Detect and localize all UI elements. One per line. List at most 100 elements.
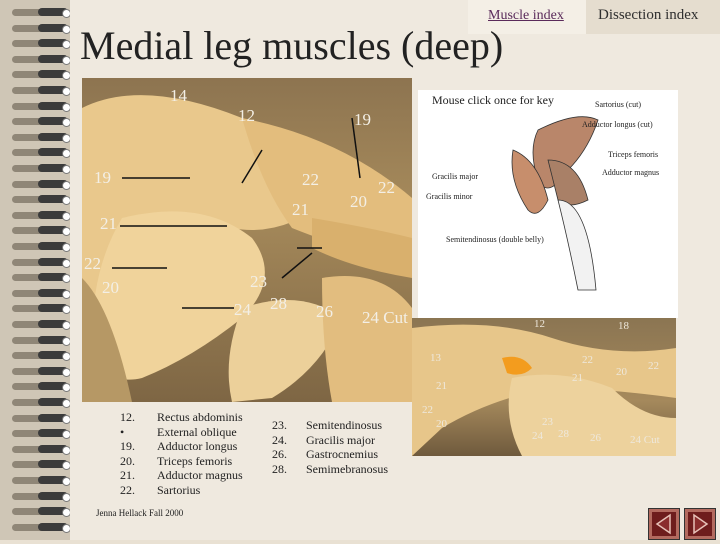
label-21b: 21 — [100, 214, 117, 233]
key-label-sartorius: Sartorius (cut) — [595, 100, 641, 109]
legend-num: 20. — [120, 453, 135, 468]
key-label-triceps: Triceps femoris — [608, 150, 659, 159]
binding-ring — [12, 210, 71, 221]
binding-ring — [12, 117, 71, 128]
legend-name: Triceps femoris — [157, 453, 233, 468]
triangle-left-icon — [655, 513, 671, 535]
key-instruction: Mouse click once for key — [432, 93, 554, 107]
binding-ring — [12, 366, 71, 377]
legend-col2-names: Semitendinosus Gracilis major Gastrocnem… — [306, 418, 388, 476]
binding-ring — [12, 39, 71, 50]
label-23: 23 — [250, 272, 267, 291]
binding-ring — [12, 23, 71, 34]
key-label-adductor-longus: Adductor longus (cut) — [582, 120, 653, 129]
pointer-lines — [112, 117, 361, 309]
small-label-28: 28 — [558, 428, 569, 440]
binding-ring — [12, 429, 71, 440]
binding-ring — [12, 460, 71, 471]
label-19a: 19 — [354, 110, 371, 129]
legend-name: Semitendinosus — [306, 418, 383, 432]
binding-ring — [12, 382, 71, 393]
small-label-24: 24 — [532, 430, 543, 442]
binding-ring — [12, 273, 71, 284]
binding-ring — [12, 335, 71, 346]
binding-ring — [12, 86, 71, 96]
legend-name: Sartorius — [157, 482, 201, 497]
small-label-20b: 20 — [436, 418, 447, 430]
legend-name: Gastrocnemius — [306, 447, 378, 461]
label-20b: 20 — [102, 278, 119, 297]
muscle-key-diagram[interactable] — [418, 90, 678, 318]
legend-name: Semimebranosus — [306, 461, 388, 476]
author-credit: Jenna Hellack Fall 2000 — [96, 508, 184, 518]
binding-ring — [12, 70, 71, 81]
small-label-13: 13 — [430, 352, 441, 364]
label-24: 24 — [234, 300, 251, 319]
legend-num: • — [120, 424, 125, 439]
legend-num: 19. — [120, 439, 135, 453]
small-label-22b: 22 — [648, 360, 659, 372]
legend-col1-names: Rectus abdominis External oblique Adduct… — [157, 410, 243, 497]
dissection-photo-secondary: 12 18 13 22 20 22 21 21 22 20 23 24 28 2… — [412, 318, 676, 456]
label-28: 28 — [270, 294, 287, 313]
label-14: 14 — [170, 86, 187, 105]
dissection-photo-main: 14 12 19 19 22 22 20 21 21 22 20 23 28 2… — [82, 78, 412, 402]
small-label-26: 26 — [590, 432, 601, 444]
prev-slide-button[interactable] — [648, 508, 680, 540]
legend-name: Adductor longus — [157, 439, 238, 453]
dissection-index-link[interactable]: Dissection index — [598, 7, 699, 23]
legend-name: Gracilis major — [306, 432, 375, 447]
key-label-gracilis-major: Gracilis major — [432, 172, 478, 181]
muscle-index-link[interactable]: Muscle index — [488, 8, 564, 23]
frog-leg-illustration — [82, 95, 412, 402]
binding-ring — [12, 54, 71, 65]
slide-title: Medial leg muscles (deep) — [80, 23, 504, 68]
binding-ring — [12, 320, 71, 330]
small-label-23: 23 — [542, 416, 553, 428]
binding-ring — [12, 132, 71, 143]
small-label-21a: 21 — [572, 372, 583, 384]
label-26: 26 — [316, 302, 333, 321]
small-label-12: 12 — [534, 318, 545, 330]
small-label-22c: 22 — [422, 404, 433, 416]
legend-name: Rectus abdominis — [157, 410, 243, 424]
key-label-gracilis-minor: Gracilis minor — [426, 192, 473, 201]
legend-num: 22. — [120, 482, 135, 497]
triangle-right-icon — [693, 513, 709, 535]
small-label-20a: 20 — [616, 366, 627, 378]
binding-ring — [12, 101, 71, 112]
binding-ring — [12, 476, 71, 486]
binding-ring — [12, 226, 71, 237]
label-22a: 22 — [302, 170, 319, 189]
small-label-18: 18 — [618, 320, 629, 332]
legend-num: 28. — [272, 461, 287, 476]
frog-leg-illustration-small — [412, 324, 676, 456]
binding-ring — [12, 398, 71, 408]
legend-num: 21. — [120, 468, 135, 482]
binding-ring — [12, 242, 71, 252]
next-slide-button[interactable] — [684, 508, 716, 540]
label-19b: 19 — [94, 168, 111, 187]
binding-ring — [12, 164, 71, 174]
label-12: 12 — [238, 106, 255, 125]
legend-col2-numbers: 23. 24. 26. 28. — [272, 418, 287, 476]
key-label-adductor-magnus: Adductor magnus — [602, 168, 660, 177]
spiral-binding — [0, 0, 71, 540]
binding-ring — [12, 351, 71, 362]
binding-ring — [12, 491, 71, 502]
legend-num: 24. — [272, 432, 287, 447]
binding-ring — [12, 444, 71, 455]
binding-ring — [12, 257, 71, 268]
dissection-index-tab — [586, 0, 720, 34]
binding-ring — [12, 148, 71, 159]
key-label-semitendinosus: Semitendinosus (double belly) — [446, 235, 544, 244]
small-label-21b: 21 — [436, 380, 447, 392]
small-label-24-cut: 24 Cut — [630, 434, 660, 446]
key-sketch — [511, 116, 599, 291]
binding-ring — [12, 304, 71, 315]
label-21a: 21 — [292, 200, 309, 219]
label-22c: 22 — [84, 254, 101, 273]
binding-ring — [12, 195, 71, 206]
binding-ring — [12, 522, 71, 533]
label-20a: 20 — [350, 192, 367, 211]
